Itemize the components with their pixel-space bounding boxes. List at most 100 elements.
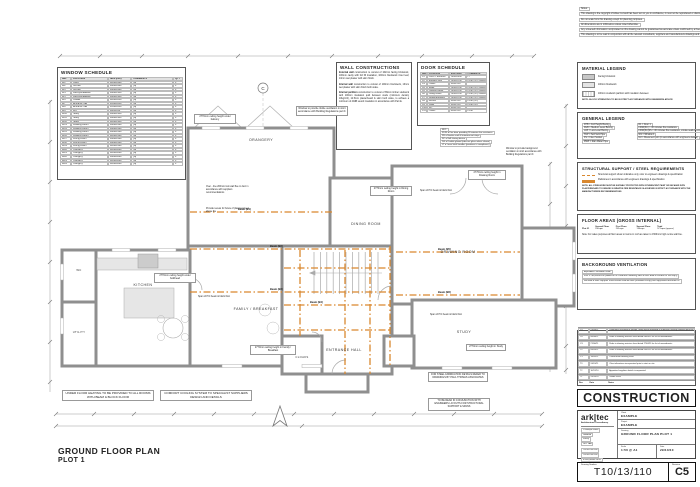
field-label: Date — [660, 446, 665, 448]
cell: FD30(SC)SS = 30 minutes fire resistance,… — [636, 129, 700, 134]
cell: 2400x2100 — [448, 88, 466, 93]
inner-wc-walls — [382, 334, 416, 368]
cell: 1 — [173, 119, 183, 124]
plan-note-floor-span: Span of P/C beam & block floor — [430, 314, 463, 316]
cell: 900x2100 — [448, 99, 466, 103]
col-header: LOCATION — [426, 72, 449, 76]
cell: [A] — [131, 147, 174, 152]
floor-areas-note: Note: For sales purposes all floor areas… — [582, 233, 683, 236]
ventilation-panel: BACKGROUND VENTILATION Equivalent Ventil… — [577, 258, 696, 310]
cell: External wall — [339, 72, 355, 74]
plan-note-family-ceiling: 2770mm ceiling height in Family / Breakf… — [250, 345, 296, 355]
cell: FHB = Full Height Boxing — [582, 122, 612, 127]
field-label: Drawing Number — [581, 464, 597, 466]
plan-title: GROUND FLOOR PLAN — [58, 446, 161, 456]
room-utility-walls — [60, 300, 98, 368]
room-label-wc: WC — [76, 268, 81, 272]
door-key-line: SC = Self closing device — [440, 136, 498, 141]
material-item: Facing brickwork — [582, 73, 691, 80]
cell: 1 — [173, 162, 183, 166]
ventilation-title: BACKGROUND VENTILATION — [582, 262, 648, 267]
cell: RWP = Rain Water Pipe — [582, 139, 611, 144]
cell: Window & door supplier must ensure that … — [582, 279, 682, 285]
door-key-line: KEY: — [440, 128, 498, 132]
cell: D7 — [420, 95, 427, 100]
cell: Kitchen — [71, 84, 108, 88]
address-line: GU1 1AA — [581, 441, 614, 447]
date-value: 29/10/10 — [660, 448, 674, 452]
cell: 201sqm — [615, 228, 624, 231]
cell: W13 — [60, 123, 72, 127]
cell: 2400x2100 — [448, 95, 466, 100]
room-label-hall: ENTRANCE HALL — [326, 348, 362, 352]
cell: Second Floor — [636, 225, 651, 228]
cell: 1 Example Street — [581, 428, 601, 433]
cell: Entrance Hall — [71, 101, 108, 106]
cell: 1 — [173, 130, 183, 134]
cell: Guildford — [581, 432, 594, 438]
cell: 1200x1500 — [107, 144, 132, 148]
cell: MLB = Medium Level Boxing — [582, 125, 615, 130]
cell: 1200x1350 — [107, 119, 132, 124]
cell: D11 — [420, 109, 427, 113]
cell: LLB = Low Level Boxing — [582, 129, 611, 134]
legend-entry: MJ = Movement joint (in accordance with … — [636, 136, 700, 141]
door-schedule-key: KEY:FD30 = Fire door providing 30 minute… — [440, 128, 498, 147]
beam-label: Beam (B6) — [438, 290, 451, 294]
cell: FD30 (SC) Glazed — [465, 92, 487, 96]
brickwork-swatch-icon — [582, 73, 595, 80]
cell — [465, 82, 487, 86]
field-label: Revision — [672, 464, 680, 466]
cell: C4 — [578, 334, 589, 341]
cell: 1200x1800 — [107, 151, 132, 156]
north-arrow-icon — [272, 404, 288, 428]
cell: Refer to drawing revision sheet dated 27… — [607, 341, 695, 347]
cell: Plot 01 — [582, 228, 590, 231]
cell: D3 — [420, 82, 427, 86]
cell: Dining Room — [426, 92, 449, 96]
cell: 900x1050 — [107, 108, 132, 113]
cell: t 01483 000 000 — [581, 448, 600, 453]
cell: 1200x1800 — [107, 162, 132, 166]
cell: W18 — [60, 140, 72, 145]
cell: 1 — [173, 123, 183, 127]
cell: [A] — [131, 123, 174, 127]
room-study-walls — [410, 298, 558, 370]
door-key-line: SS = Smoke seals & intumescent strips — [440, 133, 498, 138]
floor-areas-panel: FLOOR AREAS (GROSS INTERNAL) Ground Floo… — [577, 214, 696, 254]
cell: W10 — [60, 112, 72, 117]
cell: [A] — [131, 98, 174, 102]
wall-construction-para: External wall construction to consist of… — [339, 72, 409, 81]
room-label-cloaks: CLOAKS — [295, 355, 308, 359]
cell: W7 — [60, 101, 72, 106]
cell: Drawing Room — [71, 126, 108, 131]
ventilation-line: Window & door supplier must ensure that … — [582, 279, 691, 285]
cell: 1 — [173, 101, 183, 106]
cell: 14/02/11 — [588, 354, 608, 361]
cell: [A] — [131, 130, 174, 134]
door-schedule-header: REF LOCATION SIZE (mm) COMMENTS — [420, 72, 487, 76]
cell: W20 — [60, 147, 72, 152]
cell: Orangery — [71, 158, 108, 163]
general-notes: Notes:This drawing is the copyright of A… — [579, 7, 700, 40]
material-label: 100mm studwork partition with insulation… — [598, 92, 649, 95]
cell: [A] — [131, 151, 174, 156]
cell: 1800x1350 — [107, 94, 132, 99]
cell: 1 — [173, 144, 183, 148]
firm-tagline: Architectural Consultancy — [581, 422, 614, 427]
plan-note-fire-flue: Over - line 200mm twin wall flue in duct… — [206, 186, 249, 194]
cell: 1 — [173, 87, 183, 92]
range-cooker — [137, 253, 159, 269]
